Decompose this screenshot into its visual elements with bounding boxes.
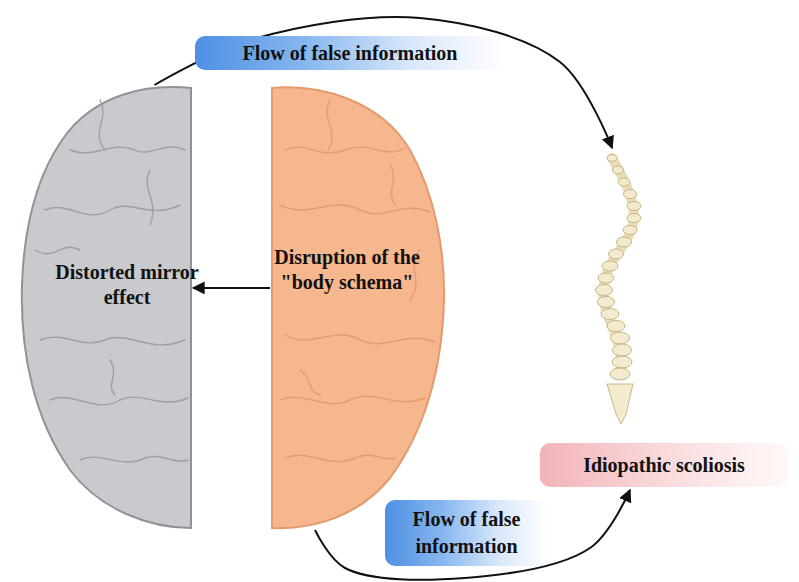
flow-arrow — [315, 490, 630, 580]
edge-label: Flow of false information — [195, 36, 505, 70]
brain-gyrus — [110, 360, 115, 395]
brain-gyrus — [35, 247, 80, 253]
sacrum — [607, 384, 633, 424]
brain-gyrus — [280, 396, 425, 403]
spine-illustration — [596, 155, 642, 425]
brain-gyrus — [40, 337, 185, 345]
brain-gyrus — [70, 147, 185, 153]
brain-gyrus — [390, 165, 395, 205]
brain-gyrus — [45, 205, 180, 215]
node-text: Distorted mirror effect — [52, 255, 202, 315]
brain-gyrus — [80, 456, 188, 462]
brain-gyrus — [285, 147, 405, 153]
flow-arrow — [155, 17, 613, 148]
brain-gyrus — [280, 205, 430, 214]
brain-gyrus — [50, 397, 188, 405]
edge-label: Flow of false information — [385, 500, 548, 566]
node-text: Idiopathic scoliosis — [540, 443, 788, 487]
brain-gyrus — [99, 100, 105, 150]
brain-gyrus — [285, 335, 435, 344]
brain-gyrus — [327, 100, 332, 150]
brain-gyrus — [300, 370, 320, 395]
brain-gyrus — [147, 170, 153, 225]
vertebrae — [596, 155, 642, 381]
condition-node: Idiopathic scoliosis — [538, 148, 790, 490]
flow-arrow — [193, 287, 270, 289]
node-text: Disruption of the "body schema" — [267, 225, 427, 315]
hemisphere-shape — [272, 87, 444, 528]
hemisphere-outline — [270, 85, 445, 530]
brain-hemisphere: Disruption of the "body schema" — [270, 85, 445, 530]
brain-hemisphere: Distorted mirror effect — [18, 85, 193, 530]
brain-gyrus — [285, 455, 395, 462]
